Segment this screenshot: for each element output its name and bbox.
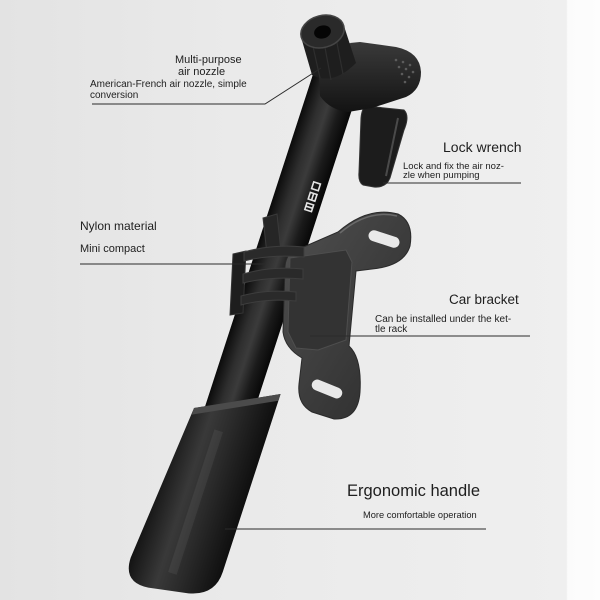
grip-dot	[401, 60, 405, 64]
lock-lever	[358, 105, 408, 188]
grip-dot	[407, 75, 411, 79]
car-bracket-description-line-2: tle rack	[375, 324, 408, 335]
grip-dot	[411, 70, 415, 74]
ergonomic-handle-title: Ergonomic handle	[347, 482, 480, 500]
nozzle-description-line-1: American-French air nozzle, simple	[90, 79, 247, 90]
handle-highlight	[168, 429, 223, 575]
lock-wrench-description-line-1: Lock and fix the air noz-	[403, 161, 504, 172]
nozzle-hole	[314, 25, 331, 39]
grip-dot	[400, 72, 404, 76]
car-bracket-title: Car bracket	[449, 292, 519, 307]
lock-wrench-description-line-2: zle when pumping	[403, 170, 480, 181]
bracket-slot-upper	[368, 230, 400, 248]
ergonomic-handle-description: More comfortable operation	[363, 510, 477, 520]
pump-barrel-group	[128, 65, 362, 594]
bracket-edge-highlight	[339, 213, 398, 234]
grip-dots	[394, 58, 415, 84]
grip-dot	[408, 63, 412, 67]
handle-rim	[191, 394, 281, 415]
pump-barrel	[204, 65, 362, 424]
bracket-clamp-plate	[287, 249, 353, 351]
grip-dot	[403, 80, 407, 84]
nozzle-description-line-2: conversion	[90, 90, 139, 101]
car-bracket-description-line-1: Can be installed under the ket-	[375, 314, 512, 325]
strap-band	[242, 267, 304, 284]
pump-head	[300, 14, 421, 188]
lock-wrench-title: Lock wrench	[443, 139, 522, 155]
nylon-material-title: Nylon material	[80, 219, 157, 233]
strap-band	[243, 245, 305, 262]
brand-logo	[303, 180, 322, 213]
lock-lever-highlight	[385, 117, 399, 177]
nylon-material-description: Mini compact	[80, 243, 145, 255]
nozzle-title-line-1: Multi-purpose	[175, 54, 242, 66]
pump-handle	[128, 394, 281, 594]
leader-line-nozzle	[92, 67, 322, 105]
nozzle-title-line-2: air nozzle	[178, 66, 226, 78]
grip-dot	[404, 67, 408, 71]
strap-band	[240, 290, 297, 306]
brand-logo-mark-1	[310, 180, 322, 192]
grip-dot	[397, 65, 401, 69]
grip-dot	[394, 58, 398, 62]
car-bracket	[282, 211, 412, 420]
brand-logo-mark-3	[303, 201, 315, 213]
air-nozzle	[300, 14, 356, 81]
brand-logo-mark-2	[307, 191, 319, 203]
bracket-slot-lower	[311, 379, 343, 399]
nylon-strap	[229, 213, 305, 316]
